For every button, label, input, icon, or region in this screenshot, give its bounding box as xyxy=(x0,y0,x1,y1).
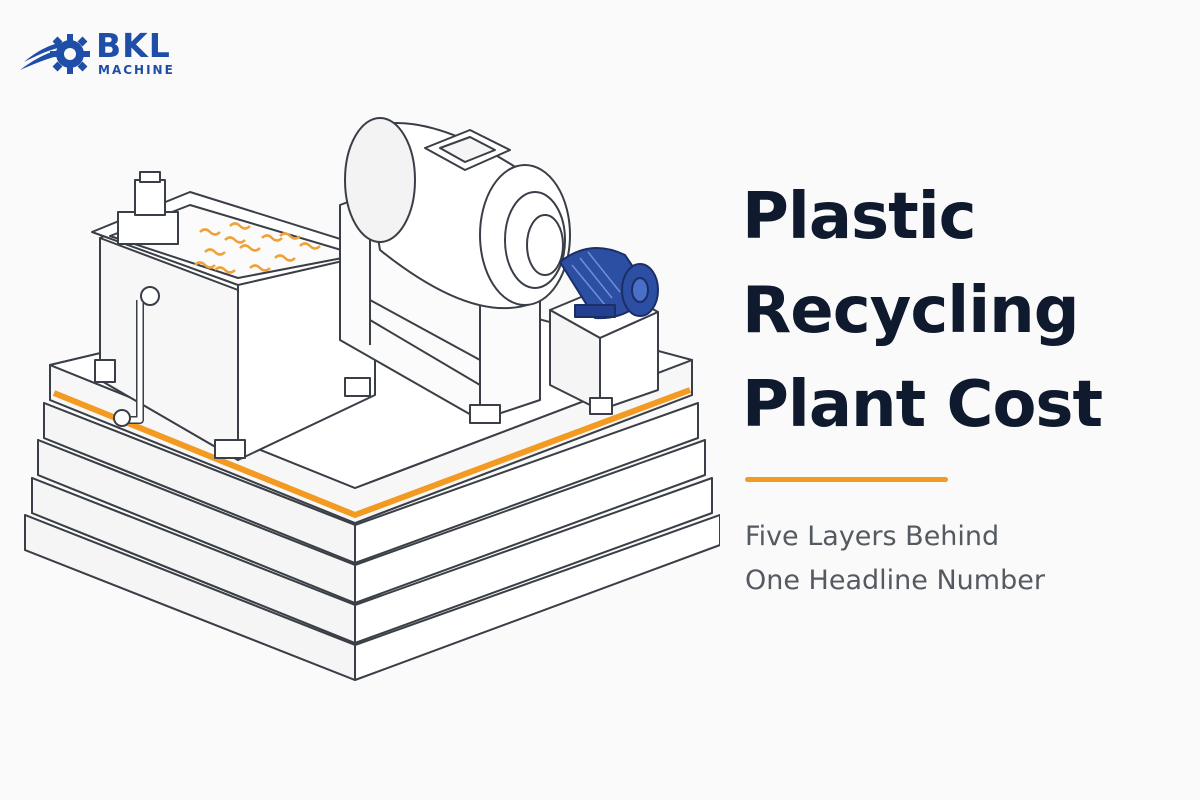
recycling-machine-illustration xyxy=(24,117,720,681)
headline-line-2: Recycling xyxy=(742,274,1080,348)
brand-name: BKL xyxy=(96,26,171,65)
electric-motor xyxy=(559,246,659,320)
dryer-machine xyxy=(339,117,571,424)
platform-layer-2 xyxy=(43,402,699,564)
brand-tagline: MACHINE xyxy=(98,63,175,77)
headline-line-1: Plastic xyxy=(742,180,977,254)
accent-divider xyxy=(745,477,948,482)
subtitle-line-1: Five Layers Behind xyxy=(745,521,1000,552)
platform-layer-5 xyxy=(24,514,720,681)
accent-strip xyxy=(52,387,692,518)
headline: Plastic Recycling Plant Cost xyxy=(742,170,1182,452)
subtitle: Five Layers Behind One Headline Number xyxy=(745,515,1165,603)
gear-swoosh-icon xyxy=(20,34,90,74)
plastic-flakes xyxy=(194,222,321,274)
platform-layer-3 xyxy=(37,439,706,604)
subtitle-line-2: One Headline Number xyxy=(745,565,1045,596)
headline-line-3: Plant Cost xyxy=(742,368,1103,442)
platform-layer-4 xyxy=(31,477,713,644)
brand-logo: BKL MACHINE xyxy=(18,28,193,80)
